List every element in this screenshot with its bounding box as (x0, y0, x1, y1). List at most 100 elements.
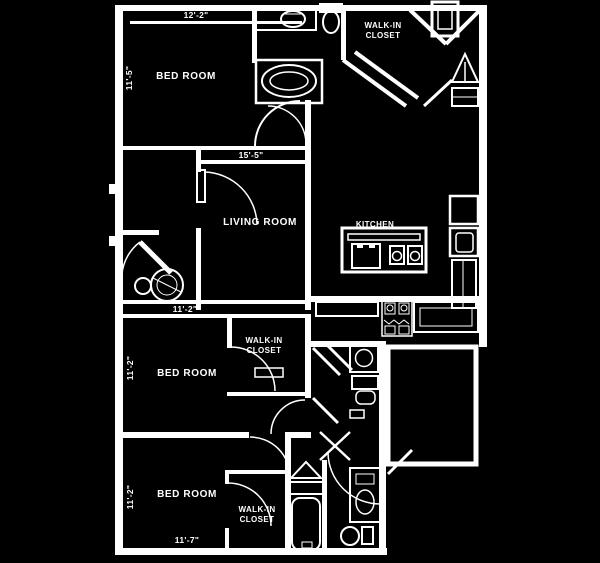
wall-exterior-bottom (115, 548, 387, 555)
utility-shelf-icon (288, 481, 324, 495)
washer-dryer-icon (381, 299, 413, 337)
wall-living-top-a (196, 146, 311, 150)
entry-chase-box (430, 0, 460, 38)
closet-label: CLOSET (240, 515, 275, 524)
room-label-kitchen: KITCHEN (356, 220, 394, 229)
kitchen-island-slot (347, 233, 421, 241)
exterior-walls (109, 5, 487, 555)
wall-living-top-b (196, 160, 311, 164)
door-arc (227, 482, 272, 527)
toilet-bowl-icon (322, 10, 340, 34)
wall-living-right (305, 100, 311, 310)
washer-dryer-icon (398, 302, 410, 315)
wall-bed3-right (285, 438, 291, 555)
cabinet-icon (419, 307, 473, 327)
vanity-counter-icon (355, 473, 375, 485)
entry-diagonal-wall (408, 8, 448, 46)
entry-chase-box-inner (437, 8, 453, 30)
entry-diagonal-wall (422, 78, 454, 108)
bathroom-2 (349, 343, 379, 419)
hall-cabinets (315, 299, 479, 337)
living-room: 15'-5" LIVING ROOM (196, 150, 296, 228)
water-heater-icon (288, 460, 324, 479)
door-arc (267, 105, 307, 145)
entry-area (341, 0, 482, 108)
entry-diagonal-wall (353, 50, 420, 100)
cabinet-icon (413, 301, 479, 333)
walk-in-closet-3: WALK-IN CLOSET (238, 505, 275, 524)
burner-icon (407, 245, 423, 265)
dimension-label: 11'-2" (125, 485, 135, 509)
hall-bathroom (120, 240, 184, 302)
island-sink-icon (369, 245, 375, 248)
door-arc (249, 436, 291, 478)
bathroom-1 (254, 3, 343, 145)
dimension-label: 11'-7" (175, 535, 199, 545)
closet-shelf-icon (254, 367, 284, 378)
wall-bath1-closet1 (341, 11, 346, 60)
shelf-icon (349, 409, 365, 419)
door-arc (270, 399, 306, 435)
wall-hall-top (311, 341, 379, 347)
refrigerator-icon (448, 194, 480, 226)
wall-bed1-bath1 (252, 11, 257, 63)
closet-label: WALK-IN (238, 505, 275, 514)
room-label-bedroom: BED ROOM (156, 71, 216, 82)
wall-exterior-right (479, 5, 487, 347)
door-arc (254, 100, 301, 147)
door-arc (230, 346, 276, 392)
sink-icon (152, 277, 182, 293)
sink-icon (156, 274, 178, 296)
utility-closet (288, 460, 324, 551)
wall-closet2-bottom (227, 392, 311, 396)
wall-closet3-top (225, 470, 285, 474)
dimension-label: 11'-5" (124, 66, 134, 90)
washer-dryer-icon (386, 304, 394, 312)
toilet-tank-icon (351, 375, 379, 390)
burner-icon (389, 245, 405, 265)
washer-dryer-icon (383, 319, 410, 325)
wall-living-left-a (196, 150, 201, 172)
vanity-counter-icon (255, 7, 317, 31)
bedroom-1: 12'-2" 11'-5" BED ROOM (124, 10, 301, 147)
dimension-label: 15'-5" (239, 150, 264, 160)
wall-bed2-top-b (115, 314, 311, 318)
sink-icon (280, 10, 306, 28)
island-sink-icon (357, 245, 363, 248)
room-label-bedroom: BED ROOM (157, 368, 217, 379)
patio-outline (385, 344, 479, 467)
wall-bed1-bottom (115, 146, 203, 150)
water-heater-icon (301, 541, 313, 549)
door-arc (204, 171, 258, 225)
kitchen: KITCHEN (340, 194, 480, 309)
vanity-counter-icon (349, 467, 381, 523)
dimension-label: 11'-2" (173, 304, 197, 314)
washer-dryer-icon (384, 302, 396, 315)
dimension-label: 12'-2" (184, 10, 209, 20)
window-tick-icon (109, 236, 115, 246)
toilet-tank-icon (361, 526, 374, 545)
sink-icon (354, 348, 374, 368)
vanity-counter-icon (349, 343, 379, 373)
wall-bed1-top-inner (130, 21, 302, 24)
wall-hall-bath-divider (115, 230, 159, 235)
range-icon (448, 226, 480, 258)
wall-kitchen-bottom (311, 296, 479, 302)
door-chamfer (323, 341, 354, 372)
room-label-bedroom: BED ROOM (157, 489, 217, 500)
door-leaf (319, 431, 351, 461)
kitchen-island (340, 226, 428, 274)
bedroom-3: BED ROOM 11'-7" 11'-2" (125, 436, 291, 545)
burner-icon (409, 250, 421, 262)
hallway-doors (311, 341, 354, 461)
washer-dryer-icon (400, 304, 408, 312)
bathtub-icon (261, 64, 317, 98)
entry-diagonal-wall (341, 58, 408, 108)
sink-icon (355, 489, 375, 515)
wall-utility-right (322, 460, 327, 548)
interior-walls (115, 11, 479, 555)
wall-bed2-bed3-divider-a (115, 432, 249, 438)
door-chamfer (311, 346, 342, 377)
bathtub-icon (269, 71, 309, 91)
